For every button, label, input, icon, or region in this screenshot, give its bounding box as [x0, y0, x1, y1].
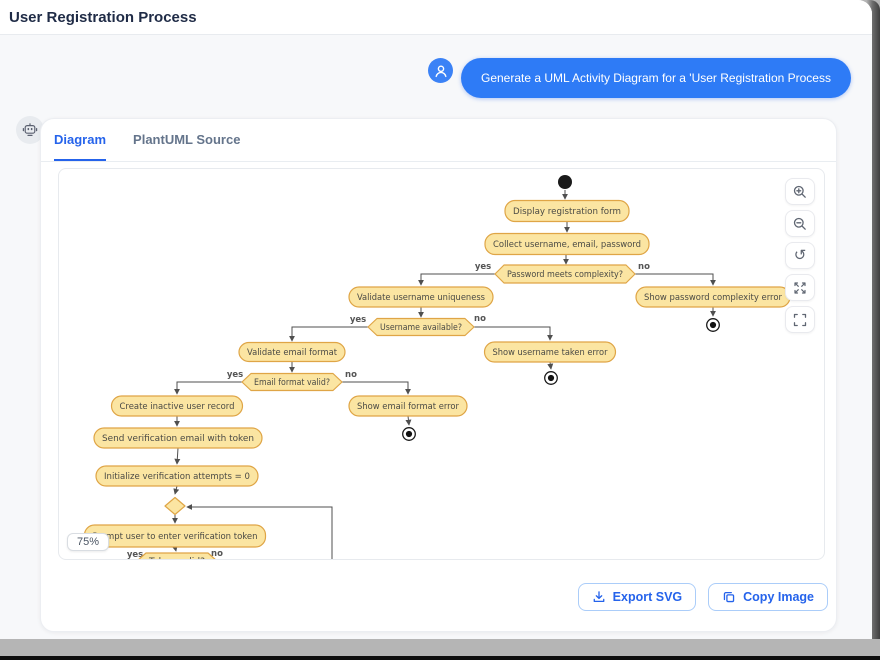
decision-node	[367, 317, 475, 337]
decision-node-label: Password meets complexity?	[507, 270, 623, 280]
activity-node-label: Show password complexity error	[644, 293, 783, 303]
tab-diagram[interactable]: Diagram	[54, 119, 107, 161]
edge-label: yes	[227, 370, 243, 380]
activity-node-label: Show username taken error	[493, 348, 608, 358]
edge-label: yes	[350, 315, 366, 325]
flow-edge	[547, 361, 554, 370]
activity-node	[348, 286, 494, 308]
final-node-dot	[405, 430, 413, 438]
activity-node	[238, 341, 346, 363]
edge-label: no	[638, 262, 650, 272]
decision-node-label: Username available?	[380, 323, 462, 333]
edge-label: yes	[127, 550, 143, 559]
activity-node-label: Display registration form	[513, 207, 621, 217]
copy-image-button[interactable]: Copy Image	[708, 583, 828, 611]
zoom-in-button[interactable]	[785, 178, 815, 205]
assistant-avatar	[16, 116, 44, 144]
reset-icon: ↺	[793, 247, 807, 264]
final-node-dot	[547, 374, 555, 382]
flow-edge	[174, 447, 181, 465]
activity-node-label: Show email format error	[357, 402, 459, 412]
user-icon	[435, 65, 446, 77]
activity-node	[484, 232, 650, 256]
zoom-in-icon	[793, 185, 806, 198]
diagram-canvas[interactable]: yes no yes no yes no yes no Display registration…	[58, 168, 825, 560]
export-svg-button[interactable]: Export SVG	[577, 583, 697, 611]
zoom-out-button[interactable]	[785, 210, 815, 237]
edge-label: no	[211, 549, 223, 559]
flow-edge	[173, 485, 180, 495]
activity-node	[110, 395, 244, 417]
flow-edge	[405, 415, 412, 426]
zoom-out-icon	[793, 217, 806, 230]
viewer-controls: ↺	[785, 178, 815, 333]
activity-node-label: Validate email format	[247, 348, 338, 358]
activity-node-label: Prompt user to enter verification token	[93, 532, 258, 542]
flow-edge	[635, 273, 716, 286]
activity-node-label: Send verification email with token	[102, 434, 254, 444]
activity-node	[348, 395, 468, 417]
fullscreen-icon	[793, 313, 807, 326]
app-content: User Registration Process Generate a UML…	[0, 0, 872, 639]
final-node-dot	[709, 321, 717, 329]
activity-node-label: Validate username uniqueness	[357, 293, 486, 303]
activity-node	[95, 465, 259, 487]
tab-bar: Diagram PlantUML Source	[41, 119, 836, 162]
decision-node	[138, 552, 216, 559]
activity-node	[93, 427, 263, 449]
edge-label: no	[474, 314, 486, 324]
activity-node-label: Initialize verification attempts = 0	[104, 472, 250, 482]
panel-footer: Export SVG Copy Image	[577, 583, 828, 611]
edge-label: no	[345, 370, 357, 380]
activity-diagram: yes no yes no yes no yes no Display registration…	[83, 175, 791, 559]
window-frame-bottom	[0, 656, 880, 660]
flow-edge	[174, 381, 242, 395]
activity-node-label: Collect username, email, password	[493, 240, 641, 250]
activity-node-label: Create inactive user record	[120, 402, 235, 412]
flow-edge	[418, 273, 495, 286]
merge-node	[164, 496, 186, 516]
zoom-level-badge: 75%	[67, 533, 110, 551]
flow-edge	[171, 545, 178, 552]
main-area: Generate a UML Activity Diagram for a 'U…	[0, 35, 872, 639]
chat-user-message: Generate a UML Activity Diagram for a 'U…	[461, 58, 851, 98]
tab-plantuml-source[interactable]: PlantUML Source	[133, 131, 241, 147]
flow-edge	[186, 504, 333, 559]
user-avatar	[428, 58, 453, 83]
decision-node-label: Email format valid?	[254, 378, 330, 388]
decision-node-label: Token valid?	[148, 557, 205, 559]
flow-edge	[474, 326, 553, 341]
expand-arrows-icon	[794, 281, 806, 294]
copy-image-label: Copy Image	[743, 590, 814, 604]
page-title: User Registration Process	[9, 8, 197, 26]
start-node	[558, 175, 572, 189]
copy-icon	[723, 591, 735, 603]
download-icon	[593, 591, 605, 603]
activity-node	[504, 199, 630, 223]
decision-node	[241, 372, 343, 392]
reset-view-button[interactable]: ↺	[785, 242, 815, 269]
fit-screen-button[interactable]	[785, 274, 815, 301]
activity-node	[483, 341, 617, 363]
flow-edge	[342, 381, 411, 395]
export-svg-label: Export SVG	[612, 590, 683, 604]
flow-edge	[289, 326, 368, 342]
fullscreen-button[interactable]	[785, 306, 815, 333]
app-header: User Registration Process	[0, 0, 872, 35]
edge-label: yes	[475, 262, 491, 272]
robot-icon	[22, 123, 38, 136]
decision-node	[494, 264, 636, 284]
